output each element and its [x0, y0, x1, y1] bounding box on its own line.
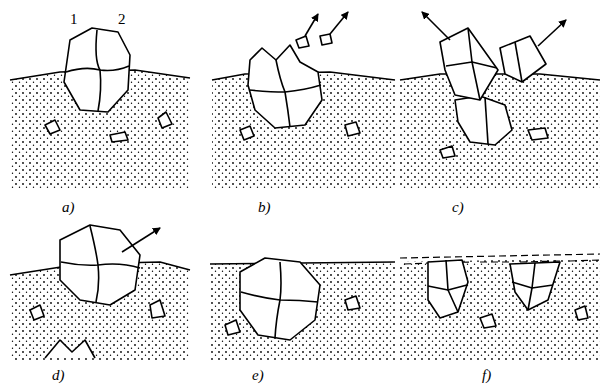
panel-letter: f)	[482, 368, 491, 383]
panel-letter: b)	[258, 200, 271, 215]
callout-number: 2	[118, 12, 126, 27]
panel-letter: e)	[252, 368, 264, 383]
callout-number: 1	[70, 12, 78, 27]
panel-letter: c)	[452, 200, 464, 215]
panel-letter: d)	[52, 368, 65, 383]
panel-letter: a)	[62, 200, 75, 215]
